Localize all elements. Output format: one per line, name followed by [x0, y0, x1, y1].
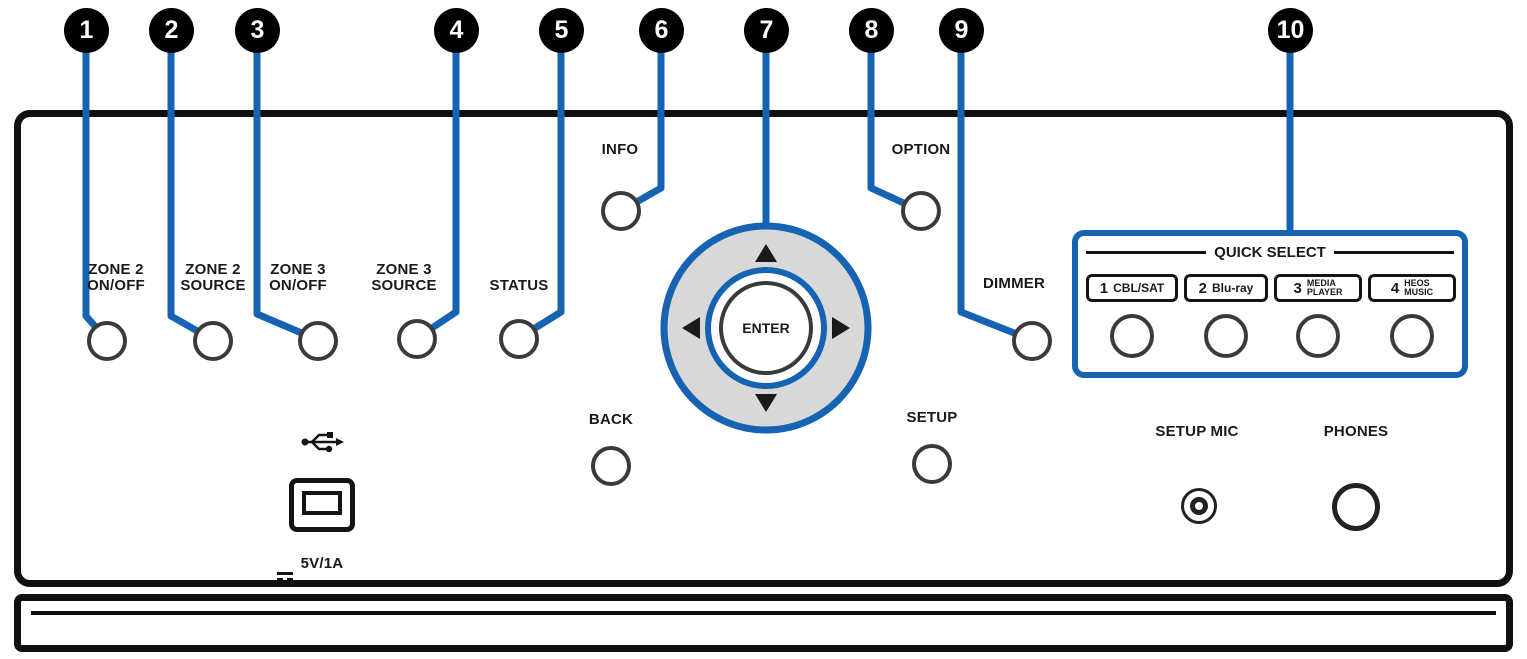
zone3-source-button	[397, 319, 437, 359]
quick-select-source-4-number: 4	[1390, 279, 1400, 297]
setup-mic-label: SETUP MIC	[1155, 423, 1239, 440]
usb-port-contact	[302, 491, 342, 515]
leader-line-6	[619, 30, 665, 215]
zone3-source-label-line1: ZONE 3	[376, 261, 432, 278]
back-button	[591, 446, 631, 486]
enter-button	[719, 281, 813, 375]
cursor-pad: ENTER	[660, 222, 872, 434]
quick-select-button-2	[1204, 314, 1248, 358]
quick-select-source-1-number: 1	[1099, 279, 1109, 297]
zone2-source-label: ZONE 2 SOURCE	[163, 262, 263, 294]
dimmer-label: DIMMER	[982, 275, 1046, 292]
zone2-onoff-label-line1: ZONE 2	[88, 261, 144, 278]
quick-select-source-2-name-line1: Blu-ray	[1212, 281, 1254, 295]
zone2-onoff-label: ZONE 2 ON/OFF	[66, 262, 166, 294]
callout-4: 4	[434, 8, 479, 53]
back-label: BACK	[588, 411, 634, 428]
usb-port	[289, 478, 355, 532]
usb-icon	[301, 432, 344, 453]
status-label: STATUS	[489, 277, 549, 294]
quick-select-button-1	[1110, 314, 1154, 358]
setup-mic-jack-hole	[1190, 497, 1208, 515]
quick-select-source-1: 1 CBL/SAT	[1086, 274, 1178, 302]
info-label: INFO	[601, 141, 639, 158]
setup-label: SETUP	[906, 409, 958, 426]
cursor-right-icon	[832, 317, 850, 339]
quick-select-panel: QUICK SELECT 1 CBL/SAT 2 Blu-ray 3 MEDIA…	[1072, 230, 1468, 378]
dimmer-button	[1012, 321, 1052, 361]
quick-select-button-4	[1390, 314, 1434, 358]
quick-select-source-2: 2 Blu-ray	[1184, 274, 1268, 302]
quick-select-source-2-number: 2	[1198, 279, 1207, 297]
usb-power-label: 5V/1A	[272, 556, 372, 581]
divider	[31, 611, 1496, 615]
quick-select-source-1-name: CBL/SAT	[1113, 282, 1164, 294]
zone3-source-label-line2: SOURCE	[371, 277, 437, 294]
divider	[1086, 251, 1207, 254]
cursor-down-icon	[755, 394, 777, 412]
quick-select-title: QUICK SELECT	[1214, 244, 1326, 261]
zone3-onoff-label-line2: ON/OFF	[269, 277, 327, 294]
quick-select-source-1-name-line1: CBL/SAT	[1113, 281, 1165, 295]
callout-3: 3	[235, 8, 280, 53]
quick-select-source-4-name: HEOS MUSIC	[1404, 279, 1433, 297]
front-panel-bottom-flap	[14, 594, 1513, 652]
phones-label: PHONES	[1323, 423, 1389, 440]
zone2-onoff-button	[87, 321, 127, 361]
cursor-up-icon	[755, 244, 777, 262]
quick-select-source-2-name: Blu-ray	[1212, 282, 1253, 294]
leader-line-8	[867, 30, 923, 215]
zone2-source-button	[193, 321, 233, 361]
zone3-onoff-label: ZONE 3 ON/OFF	[248, 262, 348, 294]
quick-select-source-4-name-line2: MUSIC	[1404, 287, 1434, 297]
zone2-onoff-label-line2: ON/OFF	[87, 277, 145, 294]
setup-button	[912, 444, 952, 484]
quick-select-source-3-name: MEDIA PLAYER	[1307, 279, 1343, 297]
callout-8: 8	[849, 8, 894, 53]
zone2-source-label-line1: ZONE 2	[185, 261, 241, 278]
zone2-source-label-line2: SOURCE	[180, 277, 246, 294]
enter-label: ENTER	[742, 320, 789, 336]
callout-7: 7	[744, 8, 789, 53]
info-button	[601, 191, 641, 231]
callout-1: 1	[64, 8, 109, 53]
option-label: OPTION	[891, 141, 951, 158]
quick-select-source-3: 3 MEDIA PLAYER	[1274, 274, 1362, 302]
callout-10: 10	[1268, 8, 1313, 53]
quick-select-title-row: QUICK SELECT	[1086, 244, 1454, 261]
status-button	[499, 319, 539, 359]
quick-select-source-3-name-line2: PLAYER	[1306, 287, 1343, 297]
dc-symbol-icon	[277, 572, 293, 581]
callout-5: 5	[539, 8, 584, 53]
callout-6: 6	[639, 8, 684, 53]
phones-jack	[1332, 483, 1380, 531]
option-button	[901, 191, 941, 231]
quick-select-button-3	[1296, 314, 1340, 358]
quick-select-source-3-number: 3	[1293, 279, 1302, 297]
quick-select-source-4: 4 HEOS MUSIC	[1368, 274, 1456, 302]
zone3-onoff-button	[298, 321, 338, 361]
callout-2: 2	[149, 8, 194, 53]
leader-line-3	[253, 30, 320, 344]
quick-select-source-4-name-line1: HEOS	[1404, 278, 1430, 288]
leader-line-9	[957, 30, 1034, 344]
zone3-source-label: ZONE 3 SOURCE	[354, 262, 454, 294]
callout-9: 9	[939, 8, 984, 53]
setup-mic-jack	[1181, 488, 1217, 524]
quick-select-source-3-name-line1: MEDIA	[1306, 278, 1336, 288]
cursor-left-icon	[682, 317, 700, 339]
zone3-onoff-label-line1: ZONE 3	[270, 261, 326, 278]
divider	[1333, 251, 1454, 254]
usb-power-text: 5V/1A	[300, 555, 344, 572]
